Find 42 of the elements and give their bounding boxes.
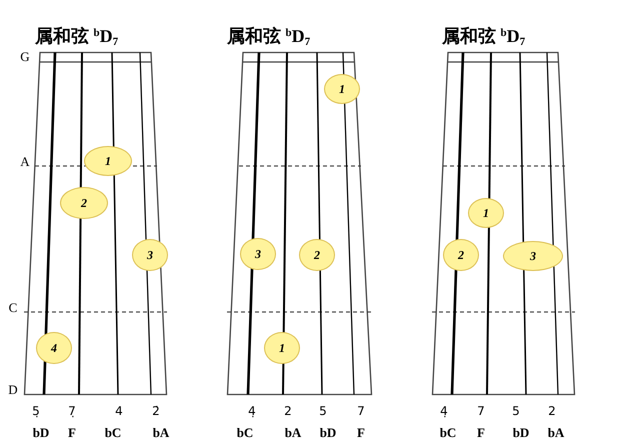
note-name: F bbox=[68, 425, 76, 441]
note-name: bA bbox=[284, 425, 302, 441]
note-number: 2 bbox=[548, 403, 556, 420]
note-number: 7 bbox=[357, 403, 365, 420]
chord-heading: 属和弦 $^{b}$D$_{7}$ bbox=[35, 26, 118, 46]
note-name: bC bbox=[236, 425, 254, 441]
note-number: 5 bbox=[319, 403, 327, 420]
chord-heading: 属和弦 $^{b}$D$_{7}$ bbox=[227, 26, 310, 46]
finger-marker: 3 bbox=[503, 241, 563, 271]
note-number: 2 bbox=[284, 403, 292, 420]
note-number: 5̣ bbox=[32, 403, 40, 420]
finger-marker: 3 bbox=[240, 238, 276, 270]
note-name: F bbox=[477, 425, 485, 441]
finger-marker: 2 bbox=[299, 239, 335, 271]
note-name: bD bbox=[32, 425, 50, 441]
note-name: bC bbox=[104, 425, 122, 441]
note-number: 7 bbox=[477, 403, 485, 420]
finger-marker: 1 bbox=[84, 146, 132, 176]
note-number: 2̇ bbox=[152, 403, 160, 420]
note-number: 4 bbox=[115, 403, 123, 420]
finger-marker: 2 bbox=[60, 187, 108, 219]
finger-marker: 1 bbox=[264, 332, 300, 364]
position-label: C bbox=[8, 301, 18, 315]
finger-marker: 1 bbox=[324, 74, 360, 104]
note-name: bC bbox=[440, 425, 456, 441]
finger-marker: 3 bbox=[132, 239, 168, 271]
position-label: G bbox=[20, 50, 30, 64]
position-label: A bbox=[20, 155, 30, 169]
note-number: 4̣ bbox=[248, 403, 256, 420]
note-name: bD bbox=[512, 425, 530, 441]
chord-heading: 属和弦 $^{b}$D$_{7}$ bbox=[442, 26, 526, 46]
note-name: F bbox=[357, 425, 365, 441]
note-number: 4̣ bbox=[440, 403, 448, 420]
finger-marker: 2 bbox=[443, 239, 479, 271]
note-name: bA bbox=[548, 425, 564, 441]
finger-marker: 4 bbox=[36, 332, 72, 364]
note-number: 7̣ bbox=[68, 403, 76, 420]
finger-marker: 1 bbox=[468, 198, 504, 228]
position-label: D bbox=[8, 383, 18, 397]
note-name: bA bbox=[152, 425, 170, 441]
note-number: 5 bbox=[512, 403, 520, 420]
note-name: bD bbox=[320, 425, 336, 441]
